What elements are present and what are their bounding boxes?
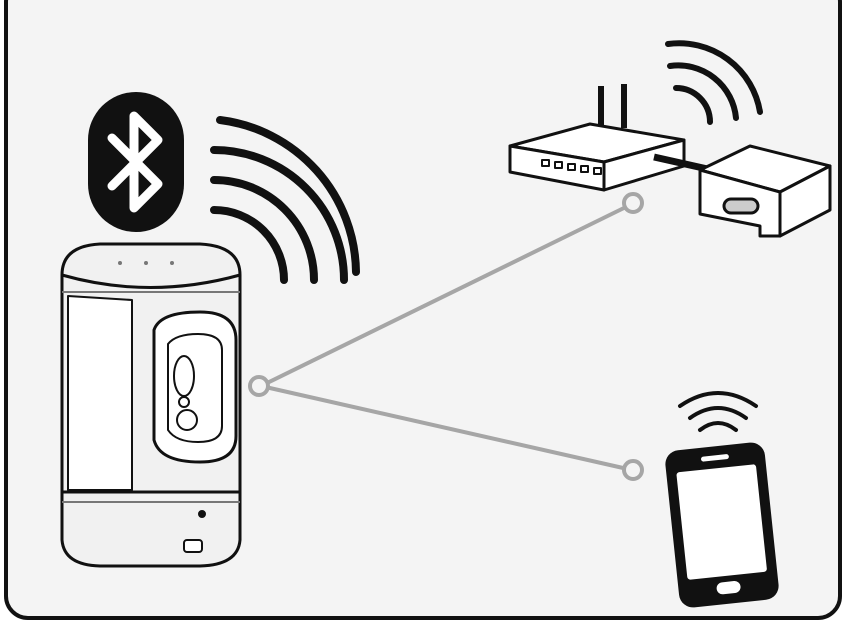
speaker-signal-icon bbox=[210, 116, 360, 284]
smartphone-icon bbox=[665, 442, 779, 608]
connector-speaker-phone bbox=[260, 384, 633, 472]
connector-node-router bbox=[622, 192, 644, 214]
router-signal-icon bbox=[665, 40, 763, 125]
smart-speaker-icon bbox=[60, 242, 242, 568]
connector-node-phone bbox=[622, 459, 644, 481]
bluetooth-icon bbox=[88, 92, 184, 232]
wifi-router-icon bbox=[508, 84, 686, 192]
network-bridge-icon bbox=[698, 144, 832, 238]
connector-speaker-router bbox=[260, 203, 631, 388]
phone-signal-icon bbox=[678, 391, 758, 432]
connector-node-speaker bbox=[248, 375, 270, 397]
connector-lines bbox=[248, 192, 644, 481]
